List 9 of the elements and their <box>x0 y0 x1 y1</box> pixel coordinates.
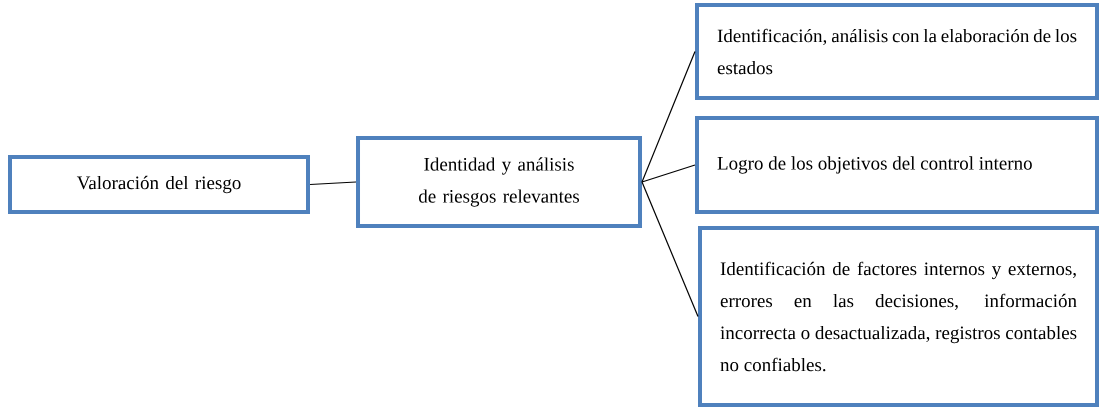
connector-line <box>641 181 699 318</box>
connector-line <box>641 50 696 183</box>
text-box: Logro de los objetivos del control interno <box>695 116 1099 214</box>
text-box: Identificación, análisis con la elaboración de los estados <box>695 3 1099 100</box>
text-box: Identificación de factores internos y externos, errores en las decisiones, información incorrecta o desactualizada, registros contables no confiables. <box>698 226 1099 407</box>
connector-line <box>309 181 357 186</box>
connector-line <box>641 164 696 183</box>
text-box: Identidad y análisis de riesgos relevantes <box>356 136 642 228</box>
text-box: Valoración del riesgo <box>8 155 310 214</box>
